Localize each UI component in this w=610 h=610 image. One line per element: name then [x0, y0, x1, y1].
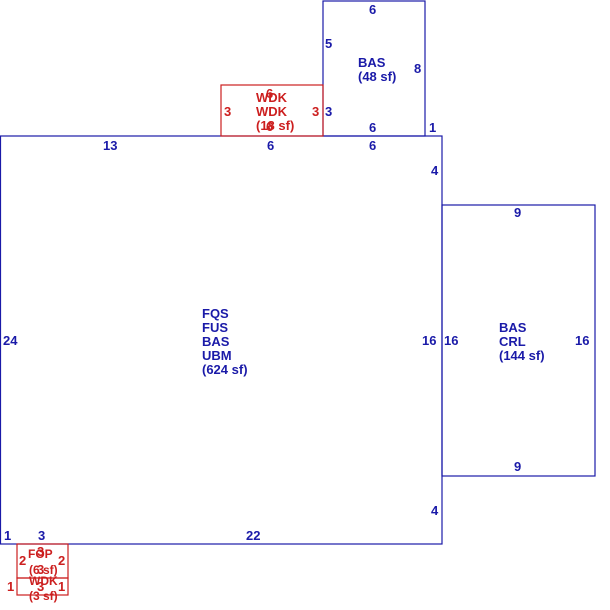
fop-dim-bottom: 3 — [37, 562, 44, 577]
wdk-small-outline — [16, 577, 69, 596]
main-area-code-3: BAS — [202, 334, 230, 349]
upper-bas-dim-left-small: 3 — [325, 104, 332, 119]
crl-bas-outline — [441, 204, 596, 477]
wdk-small-code: WDK — [29, 574, 58, 588]
wdk-small-dim-left: 1 — [7, 579, 14, 594]
upper-bas-sf: (48 sf) — [358, 69, 396, 84]
upper-bas-dim-side-small: 1 — [429, 120, 436, 135]
main-dim-bottom-left-a: 1 — [4, 528, 11, 543]
main-area-code-4: UBM — [202, 348, 232, 363]
fop-sf: (6 sf) — [29, 563, 58, 577]
main-area-sf: (624 sf) — [202, 362, 248, 377]
fop-dim-top: 3 — [37, 544, 44, 559]
crl-bas-dim-top: 9 — [514, 205, 521, 220]
wdk-top-dim-left: 3 — [224, 104, 231, 119]
crl-bas-dim-left: 16 — [444, 333, 458, 348]
main-dim-right-upper: 4 — [431, 163, 439, 178]
fop-code: FOP — [28, 547, 53, 561]
main-dim-bottom-left-b: 3 — [38, 528, 45, 543]
upper-bas-outline — [322, 0, 426, 137]
crl-bas-dim-right: 16 — [575, 333, 589, 348]
wdk-top-code-1: WDK — [256, 90, 288, 105]
wdk-top-outline — [220, 84, 324, 137]
wdk-small-dim-right: 1 — [58, 579, 65, 594]
upper-bas-dim-top: 6 — [369, 2, 376, 17]
wdk-top-dim-bottom: 6 — [266, 119, 273, 134]
upper-bas-code: BAS — [358, 55, 386, 70]
wdk-small-dim-top: 3 — [37, 579, 44, 594]
main-dim-top-right: 6 — [369, 138, 376, 153]
upper-bas-dim-bottom: 6 — [369, 120, 376, 135]
wdk-top-dim-top: 6 — [266, 86, 273, 101]
wdk-top-dim-right: 3 — [312, 104, 319, 119]
wdk-top-code-2: WDK — [256, 104, 288, 119]
main-dim-right-mid: 16 — [422, 333, 436, 348]
fop-dim-left: 2 — [19, 553, 26, 568]
main-area-code-1: FQS — [202, 306, 229, 321]
wdk-top-sf: (18 sf) — [256, 118, 294, 133]
crl-bas-code-2: CRL — [499, 334, 526, 349]
upper-bas-dim-left: 5 — [325, 36, 332, 51]
main-dim-right-lower: 4 — [431, 503, 439, 518]
main-dim-top-left: 13 — [103, 138, 117, 153]
main-area-code-2: FUS — [202, 320, 228, 335]
main-dim-bottom: 22 — [246, 528, 260, 543]
wdk-small-sf: (3 sf) — [29, 589, 58, 603]
crl-bas-dim-bottom: 9 — [514, 459, 521, 474]
crl-bas-sf: (144 sf) — [499, 348, 545, 363]
main-dim-left: 24 — [3, 333, 18, 348]
main-dim-top-mid: 6 — [267, 138, 274, 153]
crl-bas-code-1: BAS — [499, 320, 527, 335]
fop-dim-right: 2 — [58, 553, 65, 568]
upper-bas-dim-right: 8 — [414, 61, 421, 76]
